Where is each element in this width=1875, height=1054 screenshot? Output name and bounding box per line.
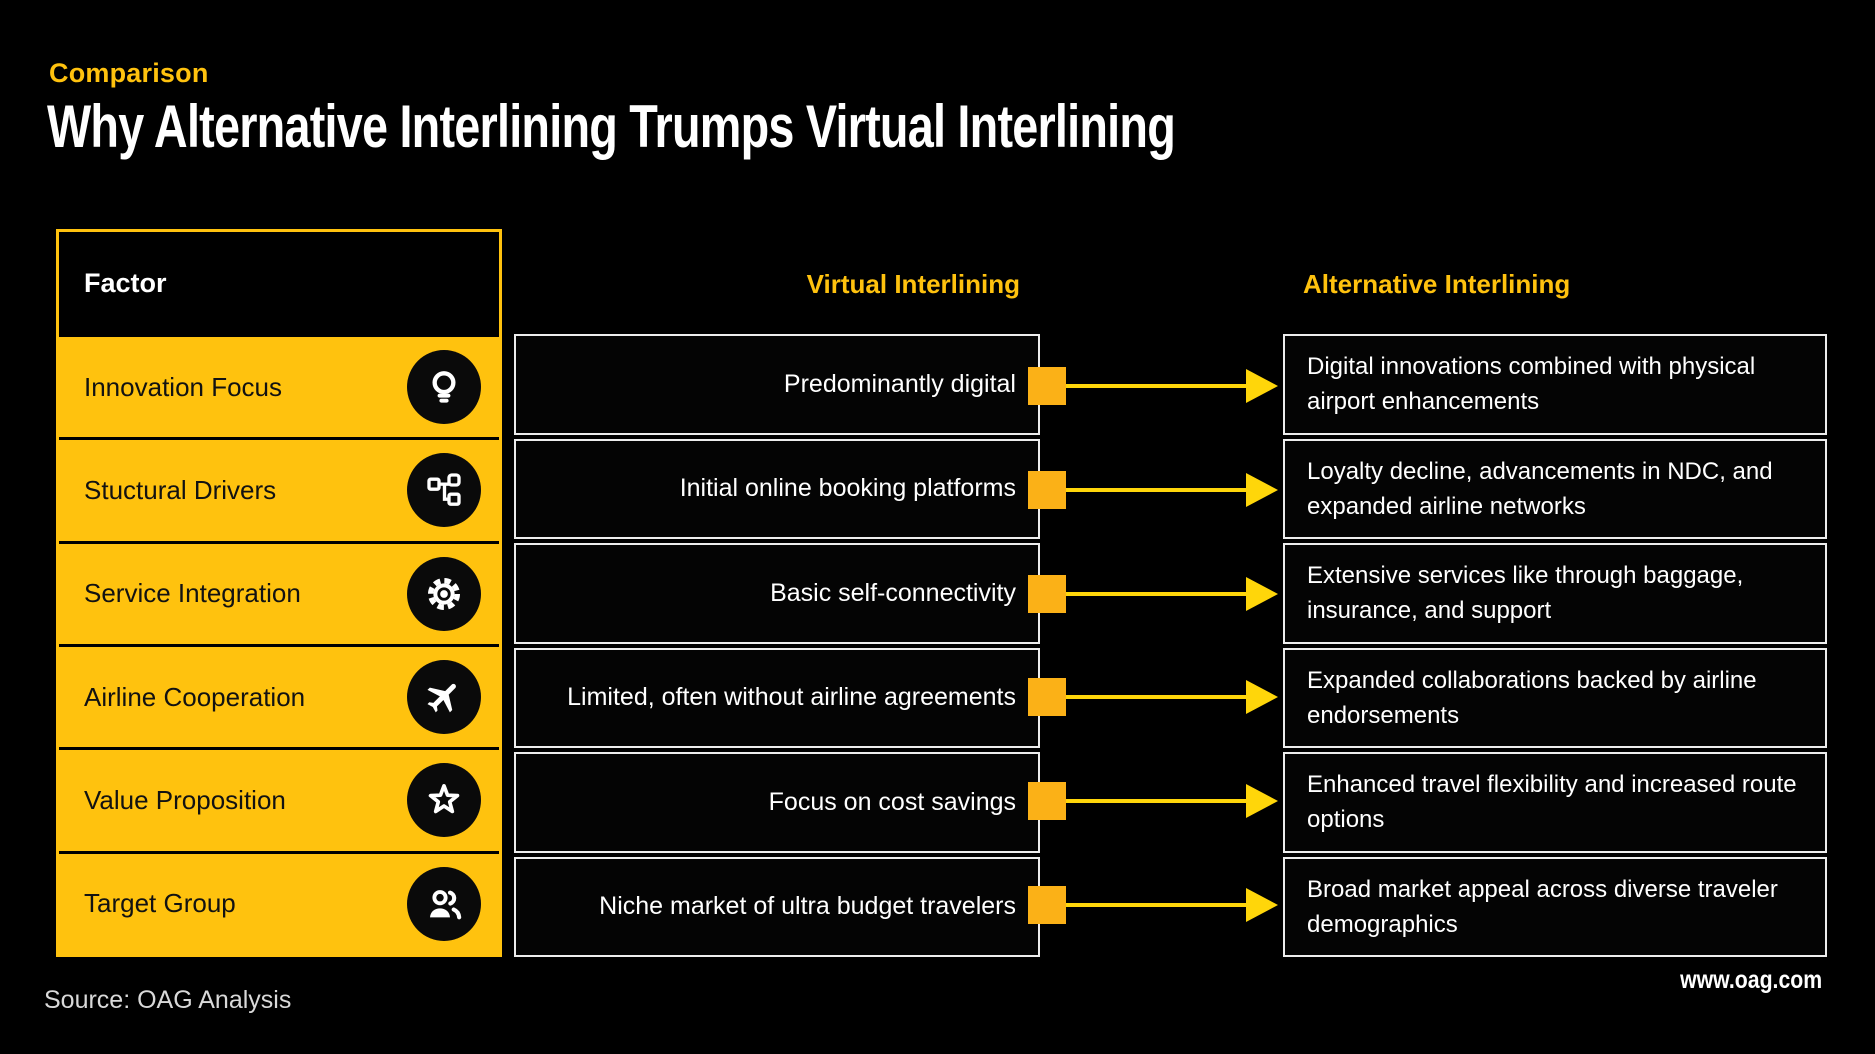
- connector-line: [1066, 384, 1248, 388]
- virtual-cell: Niche market of ultra budget travelers: [514, 856, 1040, 957]
- alternative-cell: Digital innovations combined with physic…: [1283, 334, 1827, 435]
- factor-header-cell: Factor: [59, 232, 499, 334]
- factor-row-target-group: Target Group: [59, 850, 499, 954]
- arrowhead-icon: [1246, 473, 1278, 507]
- virtual-cell: Basic self-connectivity: [514, 543, 1040, 644]
- alternative-interlining-column: Digital innovations combined with physic…: [1283, 334, 1827, 957]
- factor-row-airline-cooperation: Airline Cooperation: [59, 643, 499, 748]
- page-title: Why Alternative Interlining Trumps Virtu…: [47, 93, 1176, 160]
- source-note: Source: OAG Analysis: [44, 986, 292, 1014]
- alternative-cell: Enhanced travel flexibility and increase…: [1283, 752, 1827, 853]
- alternative-cell: Loyalty decline, advancements in NDC, an…: [1283, 438, 1827, 539]
- alternative-cell: Expanded collaborations backed by airlin…: [1283, 647, 1827, 748]
- virtual-cell: Predominantly digital: [514, 334, 1040, 435]
- virtual-interlining-column: Predominantly digital Initial online boo…: [514, 334, 1040, 957]
- alternative-cell: Broad market appeal across diverse trave…: [1283, 856, 1827, 957]
- connector-line: [1066, 799, 1248, 803]
- arrowhead-icon: [1246, 680, 1278, 714]
- factor-label: Value Proposition: [84, 784, 286, 815]
- people-icon: [407, 866, 481, 941]
- alternative-cell: Extensive services like through baggage,…: [1283, 543, 1827, 644]
- connector-line: [1066, 592, 1248, 596]
- star-icon: [407, 763, 481, 838]
- arrowhead-icon: [1246, 577, 1278, 611]
- factor-row-value-proposition: Value Proposition: [59, 747, 499, 851]
- connector-square: [1028, 782, 1066, 820]
- arrow-connector: [1028, 367, 1280, 405]
- factor-label: Airline Cooperation: [84, 681, 306, 712]
- factor-label: Innovation Focus: [84, 371, 283, 402]
- factor-label: Target Group: [84, 888, 236, 919]
- factor-label: Stuctural Drivers: [84, 474, 277, 505]
- connector-square: [1028, 575, 1066, 613]
- virtual-cell: Focus on cost savings: [514, 752, 1040, 853]
- factor-table: Factor Innovation Focus Stuctural Driver…: [56, 229, 502, 957]
- factor-row-innovation-focus: Innovation Focus: [59, 334, 499, 438]
- arrow-connector: [1028, 678, 1280, 716]
- arrow-connector: [1028, 782, 1280, 820]
- virtual-cell: Initial online booking platforms: [514, 438, 1040, 539]
- alternative-interlining-header: Alternative Interlining: [1303, 269, 1571, 299]
- virtual-interlining-header: Virtual Interlining: [806, 269, 1020, 299]
- connector-square: [1028, 367, 1066, 405]
- arrowhead-icon: [1246, 369, 1278, 403]
- airplane-icon: [407, 660, 481, 735]
- lightbulb-icon: [407, 350, 481, 425]
- connector-square: [1028, 678, 1066, 716]
- arrowhead-icon: [1246, 888, 1278, 922]
- factor-label: Service Integration: [84, 578, 301, 609]
- arrow-connector: [1028, 471, 1280, 509]
- category-kicker: Comparison: [49, 58, 209, 88]
- connector-line: [1066, 488, 1248, 492]
- arrow-connector: [1028, 575, 1280, 613]
- arrow-connector: [1028, 886, 1280, 924]
- gear-icon: [407, 556, 481, 631]
- connector-line: [1066, 695, 1248, 699]
- connector-line: [1066, 903, 1248, 907]
- arrowhead-icon: [1246, 784, 1278, 818]
- factor-row-service-integration: Service Integration: [59, 540, 499, 644]
- virtual-cell: Limited, often without airline agreement…: [514, 647, 1040, 748]
- factor-row-structural-drivers: Stuctural Drivers: [59, 437, 499, 541]
- connector-square: [1028, 471, 1066, 509]
- website-url: www.oag.com: [1679, 966, 1822, 994]
- connector-square: [1028, 886, 1066, 924]
- workflow-icon: [407, 453, 481, 528]
